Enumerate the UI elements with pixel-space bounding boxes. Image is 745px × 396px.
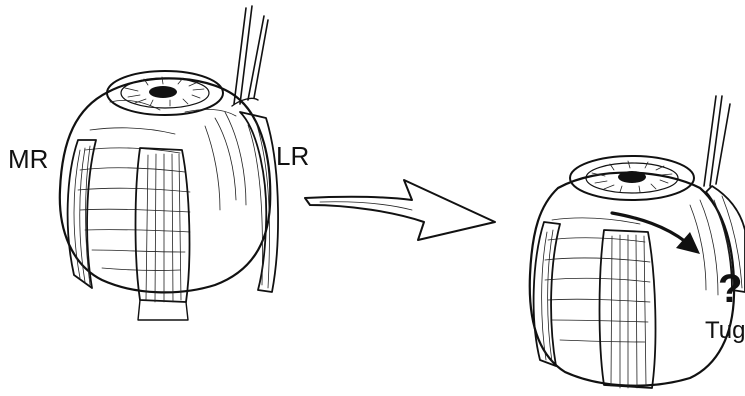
- tug-direction-arrow: [612, 213, 700, 254]
- right-eyeball: [530, 156, 734, 386]
- left-eyeball: [60, 71, 270, 292]
- label-question-mark: ?: [718, 267, 742, 311]
- right-medial-rectus-muscle: [534, 222, 560, 366]
- label-tug: Tug: [705, 317, 745, 344]
- right-inferior-rectus-muscle: [600, 230, 656, 388]
- tendon-strands-right: [704, 96, 730, 186]
- inferior-rectus-muscle: [136, 148, 190, 320]
- transition-arrow: [305, 180, 495, 240]
- label-lr: LR: [276, 141, 309, 171]
- label-mr: MR: [8, 144, 48, 174]
- tendon-strands-left: [232, 6, 268, 106]
